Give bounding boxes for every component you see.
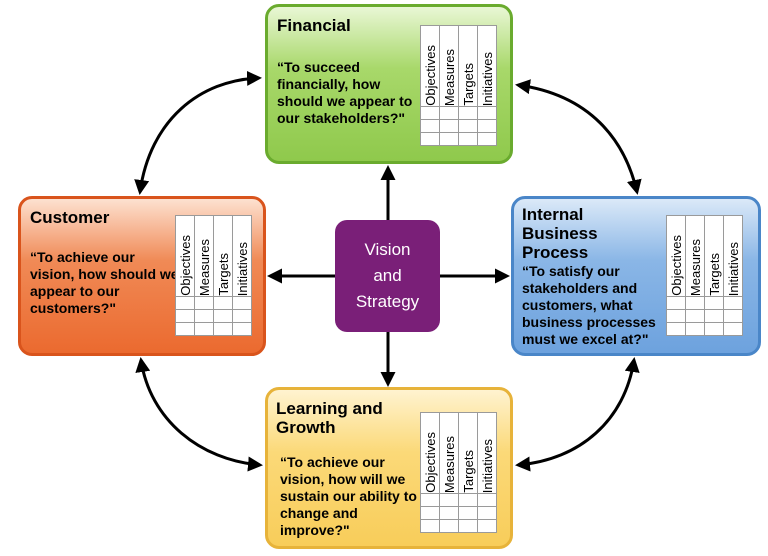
internal-grid: Objectives Measures Targets Initiatives	[666, 215, 743, 336]
column-header-initiatives: Initiatives	[477, 25, 497, 107]
grid-row	[420, 519, 497, 533]
learning-question: “To achieve our vision, how will we sust…	[280, 454, 417, 538]
internal-business-process-box: Internal Business Process “To satisfy ou…	[511, 196, 761, 356]
column-header-targets: Targets	[213, 215, 233, 297]
column-header-measures: Measures	[439, 25, 459, 107]
arrow-financial-internal	[515, 79, 642, 195]
customer-title: Customer	[30, 208, 110, 227]
internal-question: “To satisfy our stakeholders and custome…	[522, 263, 656, 347]
column-header-objectives: Objectives	[420, 412, 440, 494]
column-header-measures: Measures	[685, 215, 705, 297]
column-header-initiatives: Initiatives	[723, 215, 743, 297]
grid-row	[420, 493, 497, 507]
arrow-customer-financial	[134, 70, 262, 195]
column-header-measures: Measures	[194, 215, 214, 297]
learning-grid: Objectives Measures Targets Initiatives	[420, 412, 497, 533]
column-header-initiatives: Initiatives	[477, 412, 497, 494]
financial-title: Financial	[277, 16, 351, 35]
column-header-targets: Targets	[458, 412, 478, 494]
grid-row	[666, 322, 743, 336]
column-header-initiatives: Initiatives	[232, 215, 252, 297]
column-header-measures: Measures	[439, 412, 459, 494]
grid-row	[420, 119, 497, 133]
internal-title: Internal Business Process	[522, 205, 598, 262]
financial-perspective-box: Financial “To succeed financially, how s…	[265, 4, 513, 164]
customer-question: “To achieve our vision, how should we ap…	[30, 249, 179, 316]
learning-title: Learning and Growth	[276, 399, 383, 437]
vision-strategy-label: Vision and Strategy	[355, 240, 420, 311]
column-header-targets: Targets	[704, 215, 724, 297]
grid-row	[175, 322, 252, 336]
grid-row	[666, 309, 743, 323]
column-header-objectives: Objectives	[420, 25, 440, 107]
arrow-learning-customer	[135, 357, 263, 472]
column-header-objectives: Objectives	[175, 215, 195, 297]
customer-perspective-box: Customer “To achieve our vision, how sho…	[18, 196, 266, 356]
financial-question: “To succeed financially, how should we a…	[277, 59, 413, 126]
column-header-targets: Targets	[458, 25, 478, 107]
vision-strategy-box: Vision and Strategy	[335, 220, 440, 332]
customer-grid: Objectives Measures Targets Initiatives	[175, 215, 252, 336]
grid-row	[666, 296, 743, 310]
grid-row	[175, 309, 252, 323]
grid-row	[420, 106, 497, 120]
arrow-internal-learning	[515, 357, 640, 472]
grid-row	[175, 296, 252, 310]
grid-row	[420, 132, 497, 146]
grid-row	[420, 506, 497, 520]
learning-growth-box: Learning and Growth “To achieve our visi…	[265, 387, 513, 549]
column-header-objectives: Objectives	[666, 215, 686, 297]
financial-grid: Objectives Measures Targets Initiatives	[420, 25, 497, 146]
